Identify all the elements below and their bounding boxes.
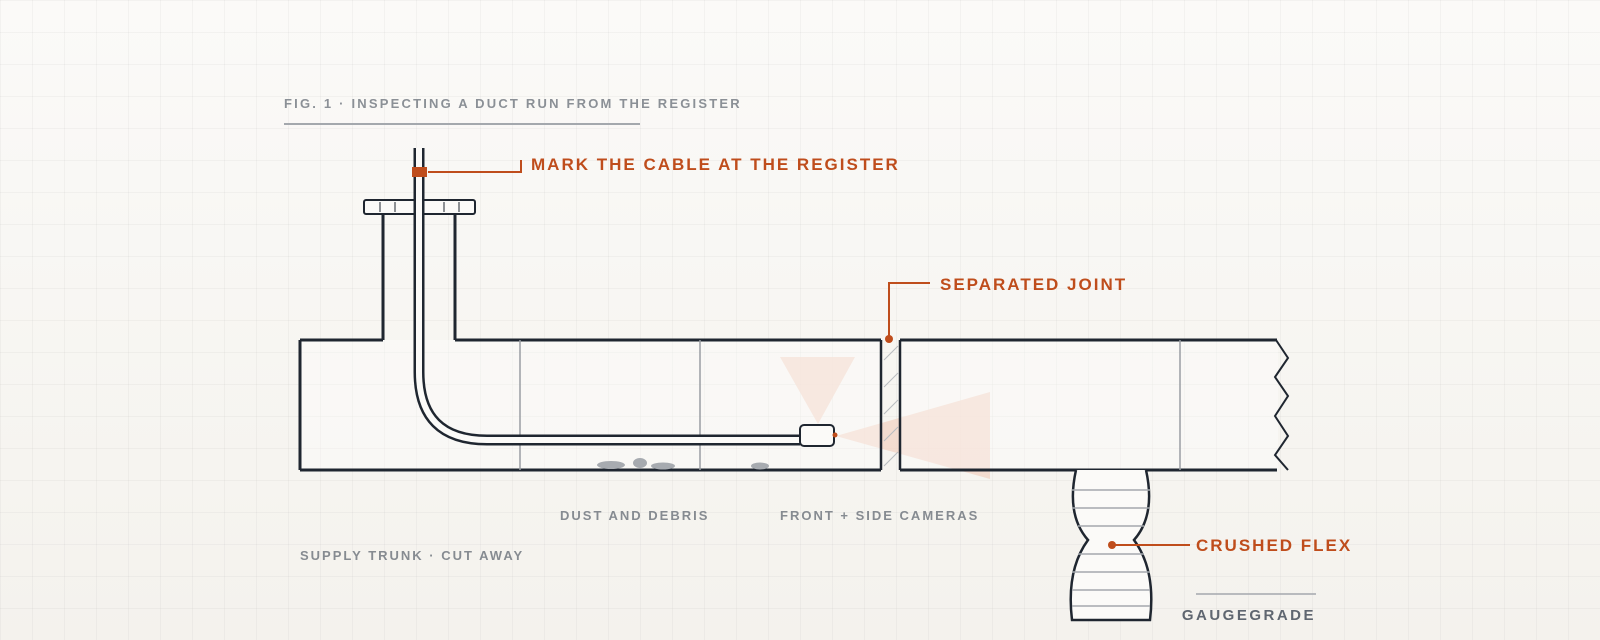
separated-joint-leader [888,282,930,338]
dust-debris-label: DUST AND DEBRIS [560,508,709,523]
cable-marker [412,167,427,177]
figure-caption: FIG. 1 · INSPECTING A DUCT RUN FROM THE … [284,96,742,111]
supply-trunk-right [898,338,1290,472]
front-camera-cone [836,392,990,479]
camera-head [799,424,835,447]
mark-cable-callout: MARK THE CABLE AT THE REGISTER [531,155,900,174]
separated-joint-dot [885,335,893,343]
inspection-cable [413,148,800,446]
cameras-label: FRONT + SIDE CAMERAS [780,508,979,523]
debris-particles [597,458,769,470]
joint-gap-hatch [883,345,899,467]
mark-cable-leader [428,160,522,173]
supply-trunk-label: SUPPLY TRUNK · CUT AWAY [300,548,524,563]
supply-trunk-left [298,338,883,472]
separated-joint-callout: SEPARATED JOINT [940,275,1127,294]
crushed-flex-callout: CRUSHED FLEX [1196,536,1352,555]
brand-wordmark: GAUGEGRADE [1182,607,1316,624]
camera-lens [832,432,838,438]
crushed-flex-dot [1108,541,1116,549]
side-camera-cone [780,357,855,424]
